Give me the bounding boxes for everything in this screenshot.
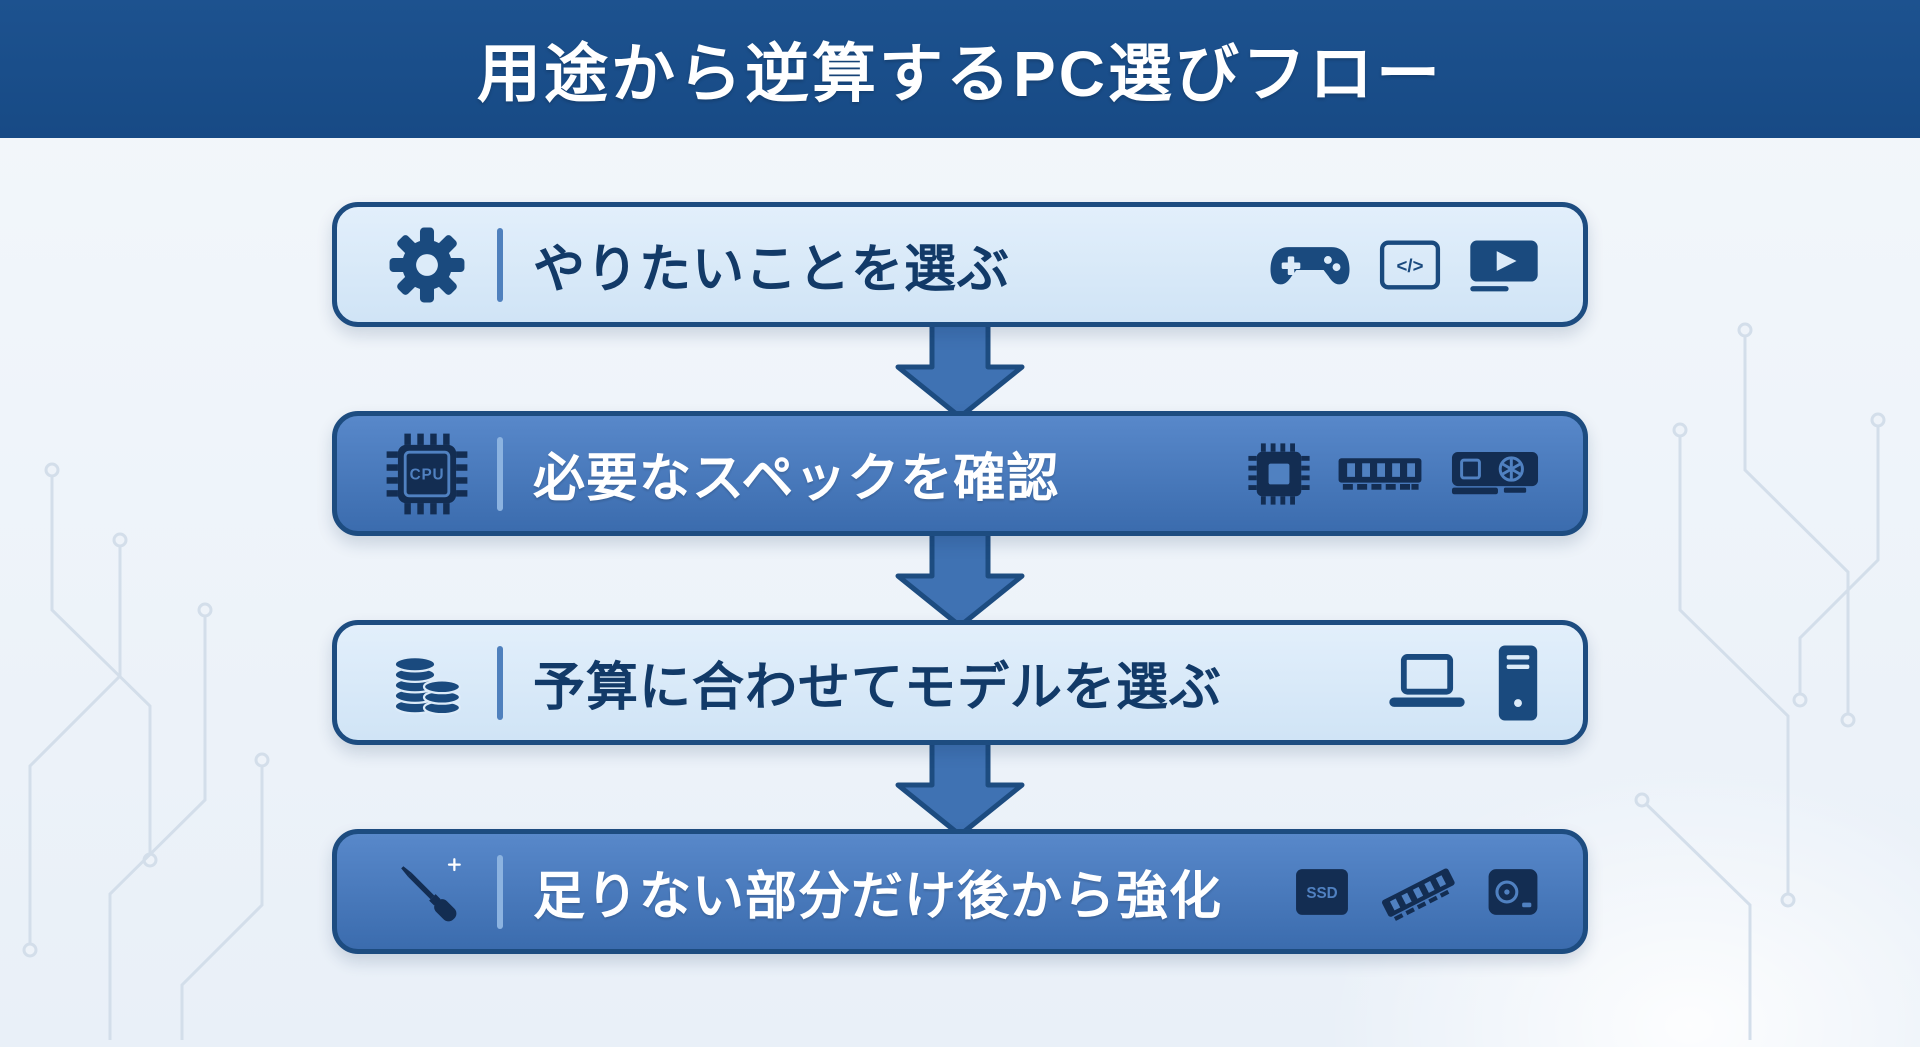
ram-icon bbox=[1377, 862, 1459, 922]
coins-icon bbox=[379, 647, 475, 719]
gear-icon bbox=[379, 226, 475, 304]
svg-text:SSD: SSD bbox=[1306, 885, 1337, 902]
flow-step-1: やりたいことを選ぶ </> bbox=[332, 202, 1588, 327]
flow-step-4: 足りない部分だけ後から強化 SSD bbox=[332, 829, 1588, 954]
flow-diagram: やりたいことを選ぶ </> bbox=[332, 202, 1588, 954]
divider bbox=[497, 645, 503, 720]
screwdriver-icon bbox=[379, 854, 475, 930]
divider bbox=[497, 227, 503, 302]
gpu-icon bbox=[1449, 449, 1541, 498]
header-banner: 用途から逆算するPC選びフロー bbox=[0, 0, 1920, 138]
flow-step-2: CPU 必要なスペックを確認 bbox=[332, 411, 1588, 536]
code-icon: </> bbox=[1379, 239, 1441, 291]
video-player-icon bbox=[1467, 237, 1541, 293]
gamepad-icon bbox=[1267, 237, 1353, 293]
processor-icon bbox=[1247, 442, 1311, 506]
step-label: 必要なスペックを確認 bbox=[533, 450, 1060, 508]
flow-arrow-3 bbox=[895, 735, 1025, 838]
flow-step-3: 予算に合わせてモデルを選ぶ bbox=[332, 620, 1588, 745]
step-label: 予算に合わせてモデルを選ぶ bbox=[533, 659, 1223, 717]
page-title: 用途から逆算するPC選びフロー bbox=[477, 38, 1443, 110]
step-3-right-icons bbox=[1385, 642, 1541, 724]
flow-arrow-1 bbox=[895, 317, 1025, 420]
step-label: 足りない部分だけ後から強化 bbox=[533, 868, 1223, 926]
step-2-right-icons bbox=[1247, 442, 1541, 506]
desktop-tower-icon bbox=[1495, 642, 1541, 724]
step-label: やりたいことを選ぶ bbox=[533, 241, 1011, 299]
hdd-icon bbox=[1485, 863, 1541, 921]
flow-arrow-2 bbox=[895, 526, 1025, 629]
ssd-icon: SSD bbox=[1293, 863, 1351, 921]
cpu-chip-icon: CPU bbox=[379, 432, 475, 516]
laptop-icon bbox=[1385, 653, 1469, 712]
svg-text:CPU: CPU bbox=[410, 466, 445, 483]
divider bbox=[497, 854, 503, 929]
svg-text:</>: </> bbox=[1397, 254, 1424, 275]
ram-icon bbox=[1337, 454, 1423, 494]
step-1-right-icons: </> bbox=[1267, 237, 1541, 293]
step-4-right-icons: SSD bbox=[1293, 862, 1541, 922]
divider bbox=[497, 436, 503, 511]
